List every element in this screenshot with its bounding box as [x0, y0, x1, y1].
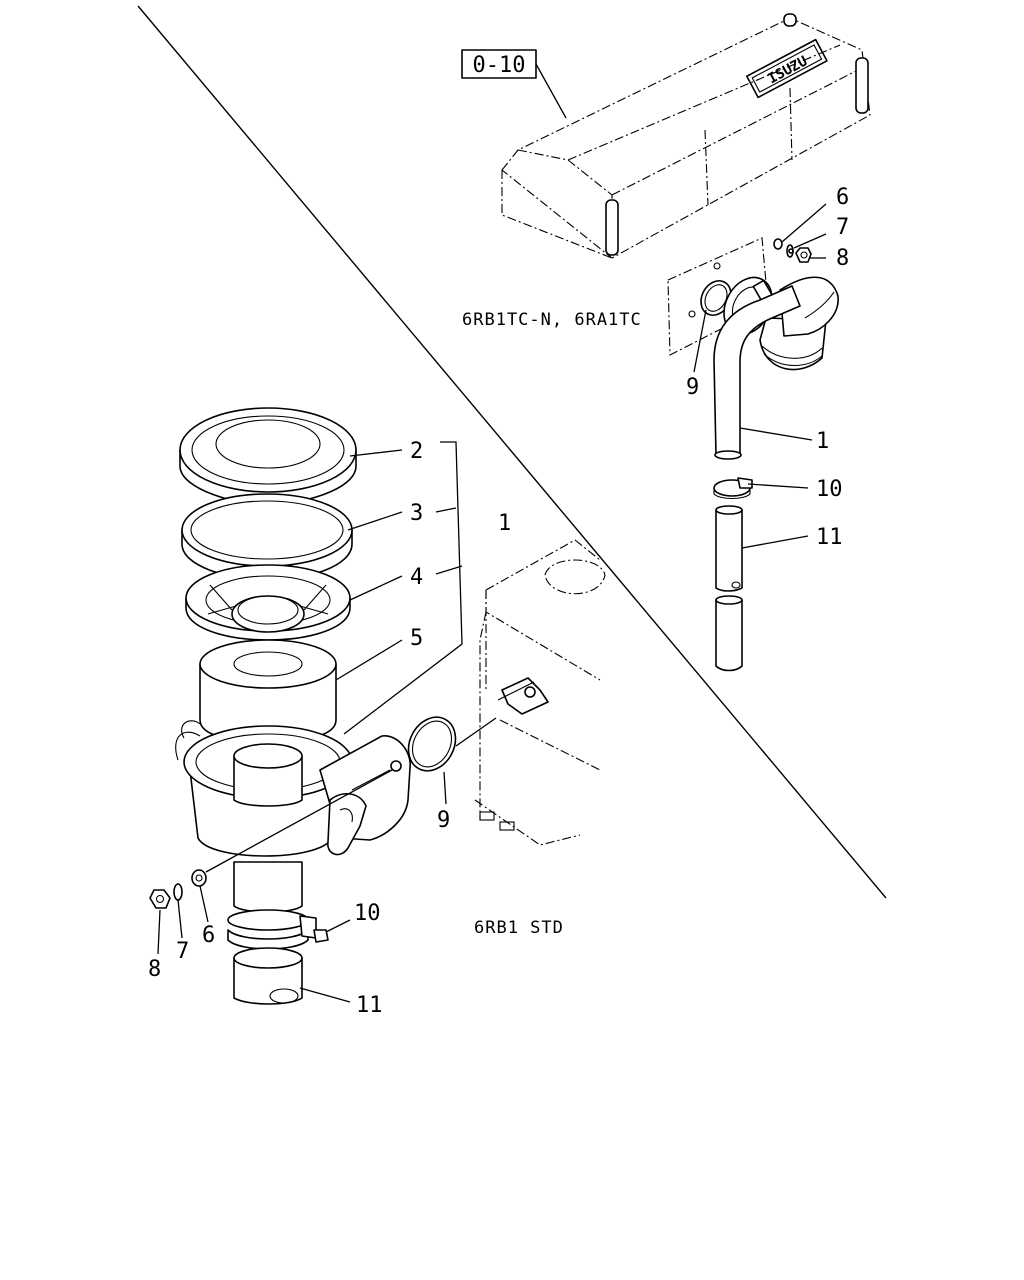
callout-11-bottom: 11 [356, 993, 383, 1018]
baffle-element-4 [185, 564, 351, 641]
callout-6-bottom: 6 [202, 923, 215, 948]
callout-10-bottom: 10 [354, 901, 381, 926]
callout-2-bottom: 2 [410, 439, 423, 464]
breather-body-1 [175, 720, 411, 913]
washer-6-bottom [191, 869, 207, 887]
hose-clamp-bottom [227, 909, 329, 950]
spring-washer-7-top [786, 244, 794, 258]
callout-3-bottom: 3 [410, 501, 423, 526]
callout-7-bottom: 7 [176, 939, 189, 964]
callout-8-top: 8 [836, 246, 849, 271]
gasket-ring-3 [181, 493, 353, 581]
hose-clamp-top [713, 477, 753, 500]
breather-hose-top [713, 285, 801, 456]
washer-6-top [773, 238, 783, 250]
callout-11-top: 11 [816, 525, 843, 550]
callout-1-top: 1 [816, 429, 829, 454]
callout-1-bottom: 1 [498, 511, 511, 536]
callout-9-top: 9 [686, 375, 699, 400]
caption-bottom-variant: 6RB1 STD [474, 918, 564, 938]
isuzu-logo: ISUZU [746, 38, 828, 99]
filter-element-5 [199, 639, 337, 743]
hose-pipe-bottom [233, 947, 303, 1005]
callout-9-bottom: 9 [437, 808, 450, 833]
reference-box-label: 0-10 [473, 53, 526, 78]
callout-8-bottom: 8 [148, 957, 161, 982]
nut-8-top [795, 247, 812, 263]
callout-6-top: 6 [836, 185, 849, 210]
callout-7-top: 7 [836, 215, 849, 240]
hose-pipe-top [715, 505, 743, 672]
callout-10-top: 10 [816, 477, 843, 502]
o-ring-bottom [407, 716, 457, 772]
callout-4-bottom: 4 [410, 565, 423, 590]
variant-divider-line [137, 5, 887, 899]
spring-washer-7-bottom [173, 883, 183, 901]
nut-8-bottom [149, 889, 171, 909]
caption-top-variant: 6RB1TC-N, 6RA1TC [462, 310, 642, 330]
callout-5-bottom: 5 [410, 626, 423, 651]
rocker-cover-assembly: ISUZU [501, 13, 871, 259]
engine-block-outline [474, 539, 606, 846]
breather-cap-2 [179, 407, 357, 506]
